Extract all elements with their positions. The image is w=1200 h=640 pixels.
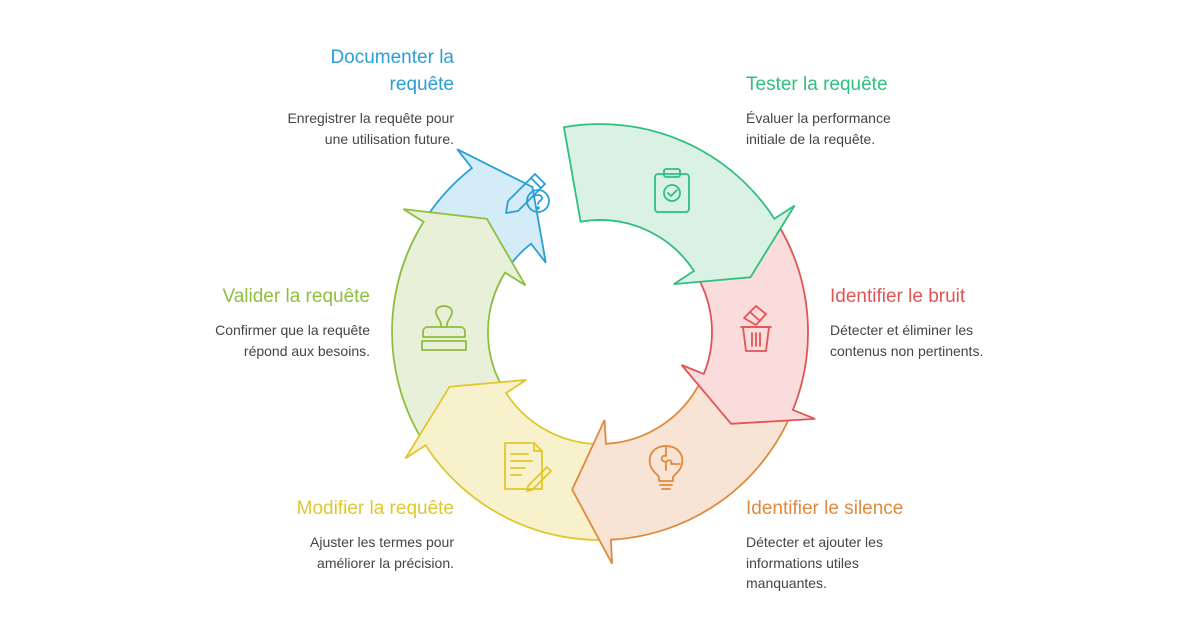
step-test: Tester la requête Évaluer la performance… bbox=[746, 71, 1006, 149]
step-desc-validate: Confirmer que la requête répond aux beso… bbox=[215, 322, 370, 359]
step-desc-silence: Détecter et ajouter les informations uti… bbox=[746, 534, 883, 591]
step-desc-test: Évaluer la performance initiale de la re… bbox=[746, 110, 891, 147]
cycle-arrow-test bbox=[562, 123, 796, 285]
step-title-noise: Identifier le bruit bbox=[830, 286, 966, 307]
step-silence: Identifier le silence Détecter et ajoute… bbox=[746, 495, 1006, 594]
trash-eraser-icon bbox=[740, 305, 772, 352]
step-title-silence: Identifier le silence bbox=[746, 498, 904, 519]
cycle-arrow-validate bbox=[391, 208, 527, 438]
document-edit-icon bbox=[504, 442, 552, 492]
step-modify: Modifier la requête Ajuster les termes p… bbox=[194, 495, 454, 573]
stamp-icon bbox=[421, 305, 467, 351]
step-title-test: Tester la requête bbox=[746, 74, 888, 95]
pencil-question-icon bbox=[505, 173, 550, 214]
step-desc-modify: Ajuster les termes pour améliorer la pré… bbox=[310, 534, 454, 571]
step-document: Documenter la requête Enregistrer la req… bbox=[194, 44, 454, 149]
cycle-arrow-silence bbox=[571, 378, 790, 565]
cycle-arrow-modify bbox=[404, 379, 620, 541]
step-desc-document: Enregistrer la requête pour une utilisat… bbox=[287, 110, 454, 147]
step-title-modify: Modifier la requête bbox=[296, 498, 454, 519]
step-title-document: Documenter la requête bbox=[330, 47, 454, 95]
clipboard-check-icon bbox=[654, 168, 690, 213]
lightbulb-puzzle-icon bbox=[648, 445, 684, 490]
step-noise: Identifier le bruit Détecter et éliminer… bbox=[830, 283, 1090, 361]
step-title-validate: Valider la requête bbox=[222, 286, 370, 307]
step-desc-noise: Détecter et éliminer les contenus non pe… bbox=[830, 322, 984, 359]
step-validate: Valider la requête Confirmer que la requ… bbox=[110, 283, 370, 361]
